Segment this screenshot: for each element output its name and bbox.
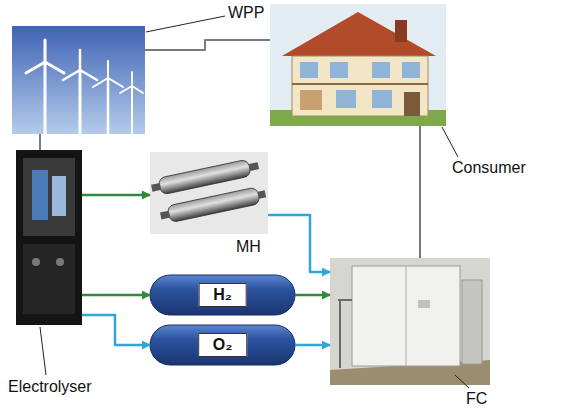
- electrolyser-picture: [16, 150, 82, 325]
- metal-hydride-node: MH: [150, 152, 268, 234]
- electrolyser-node: Electrolyser: [16, 150, 82, 325]
- tank-node: O₂: [150, 325, 295, 365]
- flow-connector: [268, 215, 330, 272]
- fuel-cell-picture: [330, 258, 490, 385]
- flow-connector: [145, 40, 270, 50]
- house-picture: [270, 4, 446, 126]
- consumer-node: Consumer: [270, 4, 446, 126]
- flow-connector: [295, 294, 330, 297]
- wind-farm-node: WPP: [12, 26, 145, 134]
- tank-node: H₂: [150, 275, 295, 315]
- flow-connector: [39, 134, 41, 150]
- part-label: Consumer: [452, 159, 526, 177]
- part-label: WPP: [228, 4, 264, 22]
- flow-connector: [82, 315, 150, 345]
- tank-label: O₂: [198, 333, 248, 357]
- leader-line: [40, 16, 469, 388]
- hydrogen-tank: [150, 275, 295, 315]
- tank-label: H₂: [198, 283, 247, 307]
- wind-farm-picture: [12, 26, 145, 134]
- flow-connector: [295, 344, 330, 347]
- flow-connector: [82, 194, 150, 197]
- oxygen-tank: [150, 325, 295, 365]
- flow-connector: [82, 294, 150, 297]
- flow-connector: [419, 126, 421, 258]
- part-label: FC: [466, 390, 487, 408]
- part-label: Electrolyser: [8, 378, 92, 396]
- metal-hydride-picture: [150, 152, 268, 234]
- fuel-cell-node: FC: [330, 258, 490, 385]
- part-label: MH: [236, 238, 261, 256]
